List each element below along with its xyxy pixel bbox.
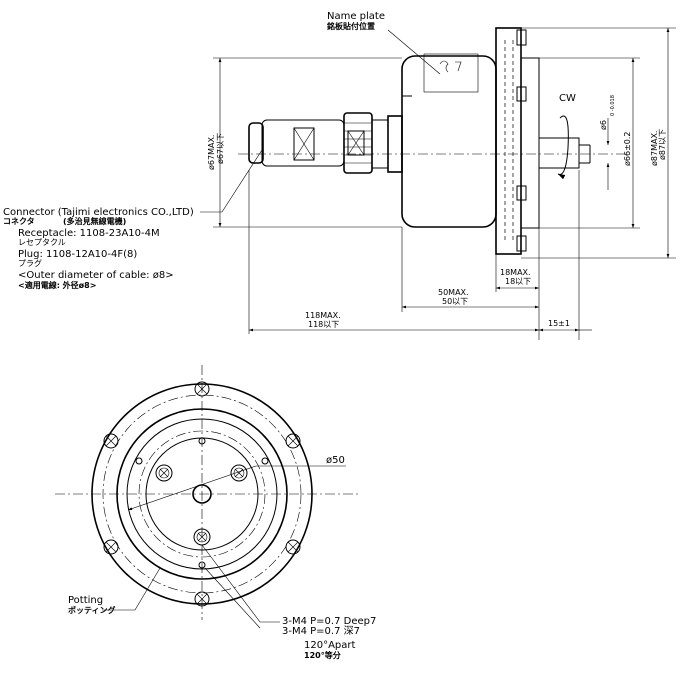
pilot-hole-right: [261, 457, 269, 465]
front-flange-bolt-6: [103, 433, 119, 449]
flange: [495, 27, 522, 255]
dim-50-label-jp: 50以下: [442, 297, 468, 306]
dim-15-label: 15±1: [548, 319, 570, 328]
pilot-hole-top: [198, 437, 206, 445]
cw-label: CW: [559, 93, 576, 104]
clamp-window-x2: [293, 127, 315, 161]
cable-end: [248, 122, 264, 164]
front-flange-bolt-1: [194, 381, 210, 397]
name-plate-glyph: [439, 60, 462, 73]
shaft-end-circle: [192, 484, 212, 504]
pilot-hole-bottom: [198, 561, 206, 569]
side-view: ø67MAX. ø67以下 ø6 0 -0.018 ø66±0.2 ø87MAX…: [3, 11, 676, 340]
m4-label: 3-M4 P=0.7 Deep7: [282, 616, 376, 627]
cw-arrow: [557, 115, 569, 180]
cable-label: <Outer diameter of cable: ø8>: [18, 270, 174, 281]
dim-18-label-jp: 18以下: [505, 277, 531, 286]
dim-66-label: ø66±0.2: [623, 132, 632, 167]
connector-label: Connector (Tajimi electronics CO.,LTD): [3, 207, 194, 218]
bolt-circle: [102, 394, 302, 594]
connector-label-jp: コネクタ: [3, 216, 35, 226]
dim-50-diag: [127, 465, 257, 511]
m4-label-jp: 3-M4 P=0.7 深7: [282, 625, 360, 637]
front-flange-bolt-2: [285, 433, 301, 449]
dim-6-label: ø6: [599, 120, 608, 130]
m4-screw-1: [155, 464, 173, 482]
flange-bolt-bottom: [516, 235, 527, 252]
dim-6-tol: 0 -0.018: [610, 95, 616, 116]
dim-67-label-jp: ø67以下: [216, 133, 225, 164]
tap-circle: [138, 430, 266, 558]
pilot-inner: [126, 418, 278, 570]
flange-outer: [91, 383, 313, 605]
pilot-boss: [520, 57, 540, 229]
dim-118-label-jp: 118以下: [308, 320, 339, 329]
pilot-outer: [116, 408, 288, 580]
pilot-hole-left: [135, 457, 143, 465]
name-plate-leader: [387, 29, 441, 75]
front-flange-bolt-3: [285, 539, 301, 555]
name-plate-label: Name plate: [327, 11, 385, 22]
cable-label-jp: <適用電線: 外径ø8>: [18, 280, 96, 290]
m4-screw-2: [230, 464, 248, 482]
front-flange-bolt-5: [103, 539, 119, 555]
name-plate-label-jp: 銘板貼付位置: [327, 21, 375, 31]
apart-label: 120°Apart: [304, 640, 356, 651]
dim-67-label: ø67MAX.: [207, 135, 216, 170]
dim-118-label: 118MAX.: [305, 311, 341, 320]
potting-label-jp: ポッティング: [68, 605, 116, 615]
name-plate-area: [423, 53, 479, 93]
receptacle-flange: [387, 115, 403, 173]
potting-leader: [102, 567, 161, 611]
receptacle-label: Receptacle: 1108-23A10-4M: [18, 228, 160, 239]
plug-window-x2: [347, 130, 365, 156]
plug-window: [347, 130, 365, 156]
m4-leader-2: [204, 567, 261, 629]
apart-label-jp: 120°等分: [304, 650, 341, 660]
plug-label: Plug: 1108-12A10-4F(8): [18, 249, 137, 260]
clamp-window: [293, 127, 315, 161]
dim-87-label: ø87MAX.: [650, 131, 659, 166]
m4-leader: [201, 544, 280, 623]
potting-label: Potting: [68, 595, 103, 606]
connector-maker-jp: (多治見無線電機): [63, 216, 126, 226]
plug-label-jp: プラグ: [18, 258, 42, 268]
dim-50-diameter-label: ø50: [326, 455, 345, 466]
dim-87-label-jp: ø87以下: [658, 129, 667, 160]
receptacle-label-jp: レセプタクル: [18, 238, 66, 247]
receptacle-body: [371, 119, 389, 169]
plug-shell: [261, 119, 345, 167]
front-view: ø50 Potting ポッティング 3-M4 P=0.7 Deep7 3-M4…: [55, 365, 376, 660]
flange-bolt-top: [516, 29, 527, 46]
shaft-hub: [538, 137, 580, 169]
dim-50-label: 50MAX.: [438, 288, 469, 297]
motor-body: [401, 55, 497, 228]
dim-18-label: 18MAX.: [500, 268, 531, 277]
front-flange-bolt-4: [194, 591, 210, 607]
connector-leader: [200, 149, 263, 213]
